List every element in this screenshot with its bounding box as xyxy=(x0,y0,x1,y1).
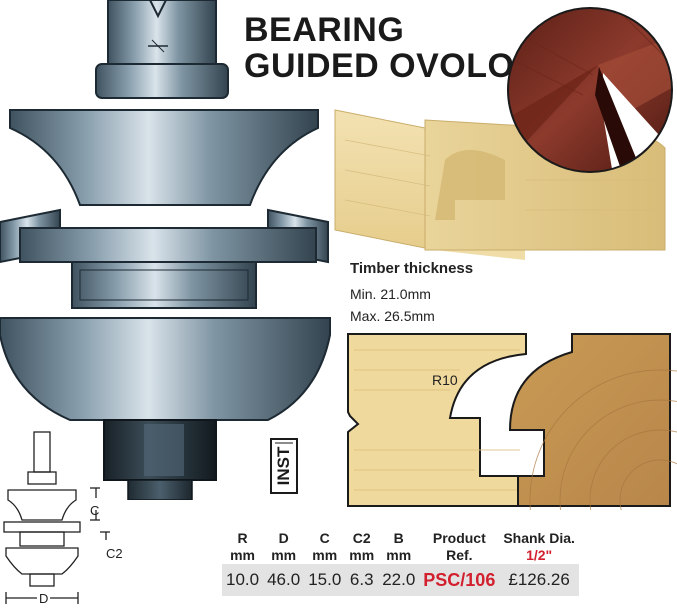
page-title: BEARING GUIDED OVOLO xyxy=(244,12,514,84)
dimension-label-d: D xyxy=(37,591,51,606)
profile-cross-section xyxy=(347,333,677,510)
timber-min: Min. 21.0mm xyxy=(350,286,431,302)
value-c: 15.0 xyxy=(304,564,346,596)
dimension-label-c2: C2 xyxy=(106,546,123,561)
dimension-label-c: C xyxy=(90,503,100,518)
spec-data-row: 10.0 46.0 15.0 6.3 22.0 PSC/106 £126.26 xyxy=(222,564,579,596)
header-shank-dia: Shank Dia.1/2" xyxy=(503,530,575,563)
title-line-1: BEARING xyxy=(244,11,405,49)
value-r: 10.0 xyxy=(222,564,264,596)
frame-joint-photo xyxy=(507,7,673,173)
radius-label: R10 xyxy=(432,372,458,388)
technical-diagram xyxy=(3,431,110,604)
product-ref: PSC/106 xyxy=(419,564,500,596)
timber-thickness-heading: Timber thickness xyxy=(350,260,474,277)
title-line-2: GUIDED OVOLO xyxy=(244,47,515,85)
value-c2: 6.3 xyxy=(345,564,379,596)
timber-max: Max. 26.5mm xyxy=(350,308,435,324)
inst-label: INST xyxy=(274,446,293,486)
value-d: 46.0 xyxy=(263,564,305,596)
value-b: 22.0 xyxy=(378,564,420,596)
instructions-icon: INST xyxy=(269,437,299,495)
router-bit-illustration xyxy=(0,0,331,500)
price: £126.26 xyxy=(499,564,579,596)
